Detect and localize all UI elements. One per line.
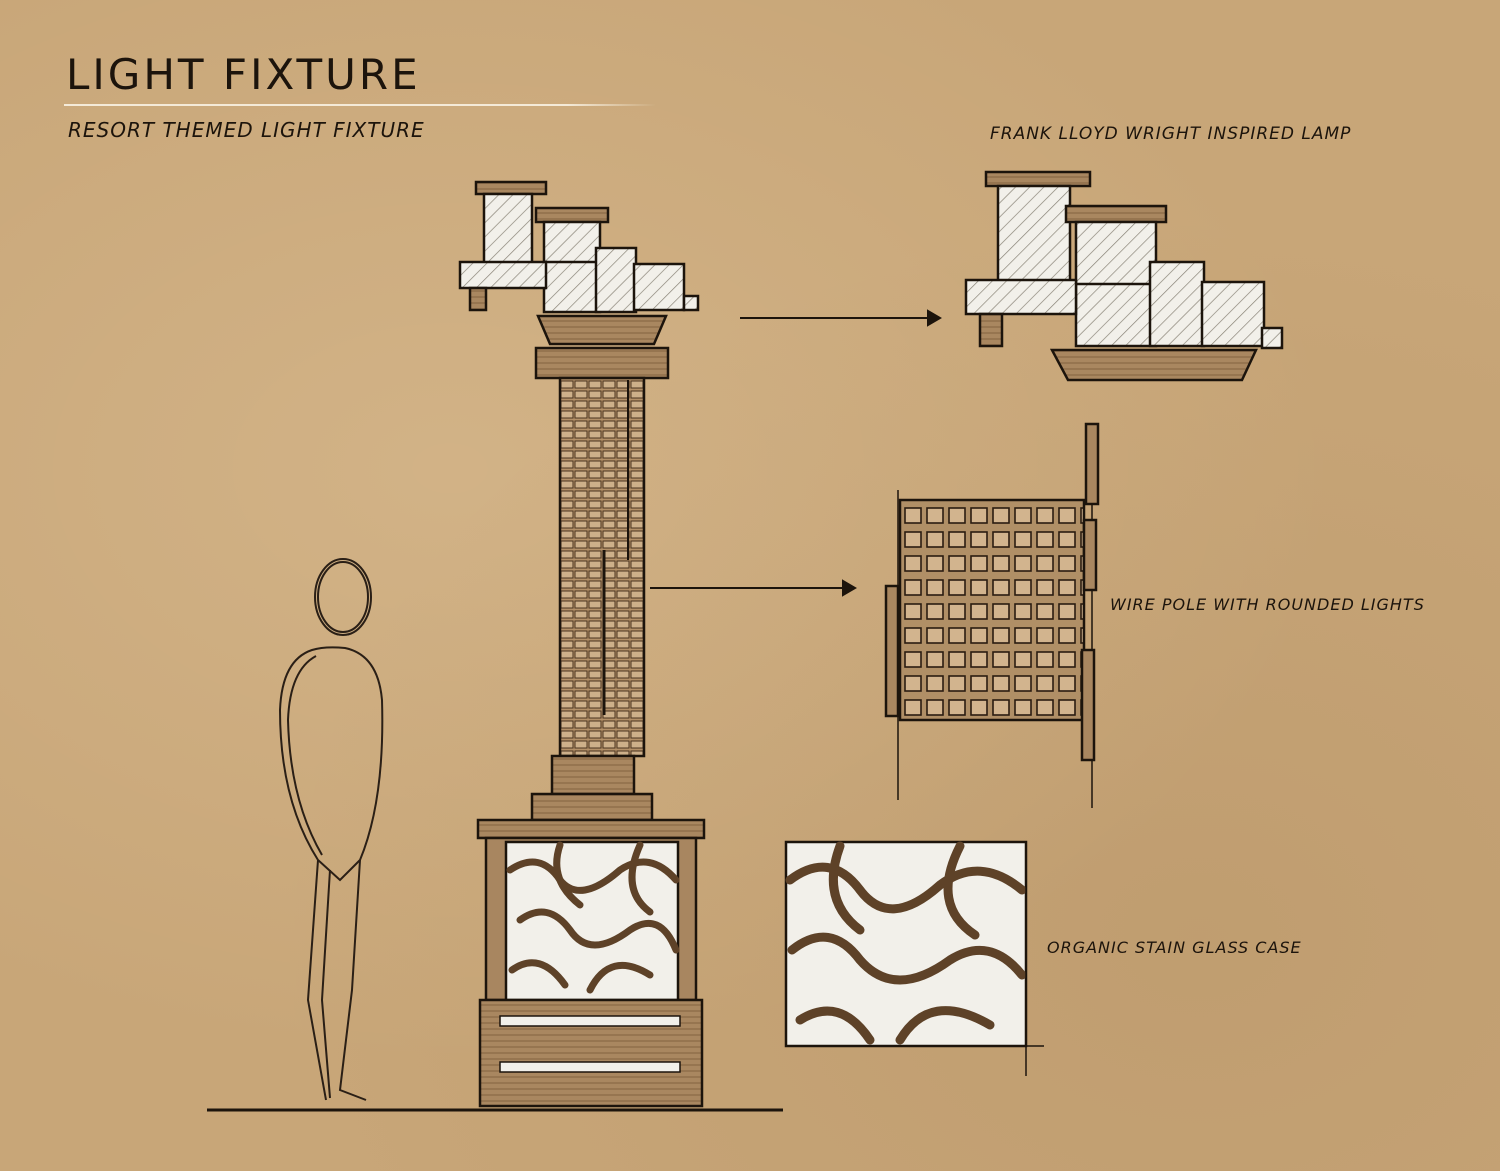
page-subtitle: RESORT THEMED LIGHT FIXTURE: [68, 118, 425, 142]
fixture-lamp-top: [458, 180, 700, 314]
wire-pole-detail: [884, 422, 1100, 808]
callout-arrows: [650, 309, 942, 597]
figure-head: [314, 558, 372, 636]
human-scale-figure: [278, 558, 384, 1101]
fixture-case-top: [476, 818, 706, 840]
page-title: LIGHT FIXTURE: [66, 50, 421, 99]
wire-pole-callout-label: WIRE POLE WITH ROUNDED LIGHTS: [1110, 595, 1425, 614]
fixture-collar: [534, 346, 670, 380]
title-underline: [64, 104, 656, 106]
fixture-pole-base: [550, 754, 636, 796]
lamp-callout-label: FRANK LLOYD WRIGHT INSPIRED LAMP: [990, 124, 1352, 144]
figure-torso: [278, 646, 384, 882]
figure-right-leg: [338, 859, 367, 1101]
figure-left-leg: [306, 859, 327, 1101]
fixture-pole: [558, 376, 646, 758]
glass-case-detail: [784, 840, 1044, 1076]
fixture-capital: [536, 314, 668, 346]
glass-case-callout-label: ORGANIC STAIN GLASS CASE: [1047, 938, 1302, 957]
lamp-detail: [964, 170, 1284, 382]
main-fixture: [458, 180, 706, 1108]
